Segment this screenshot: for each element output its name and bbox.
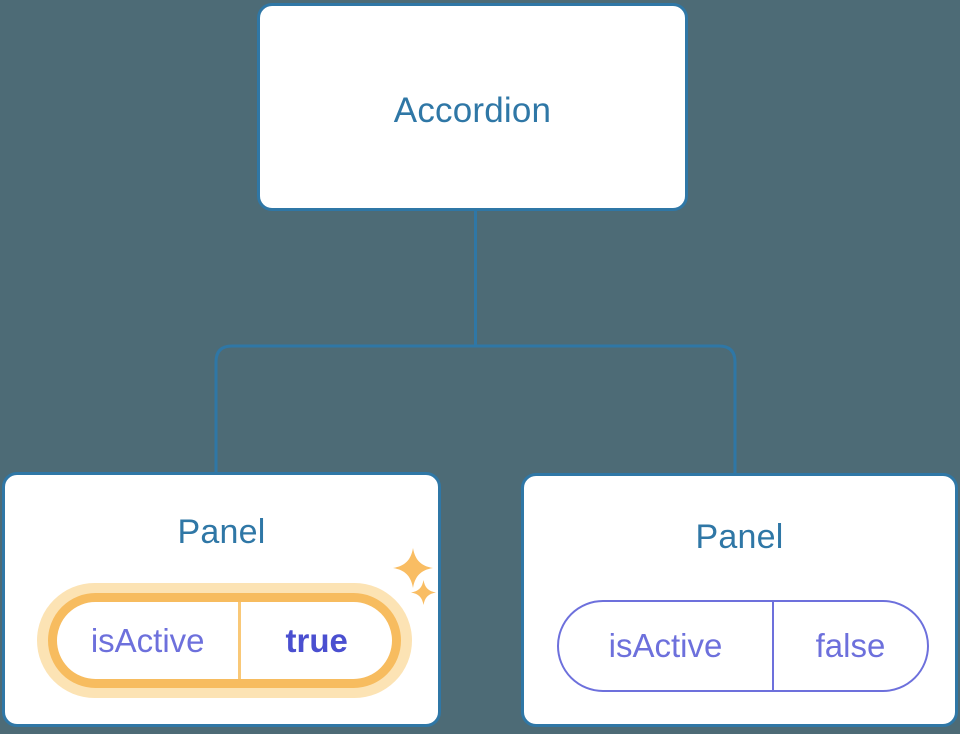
sparkle-large-icon	[392, 547, 434, 589]
node-panel-active-title: Panel	[177, 513, 266, 551]
node-panel-inactive-title: Panel	[695, 518, 784, 556]
connector-branch-left	[214, 344, 476, 472]
prop-pill-value: true	[285, 621, 348, 659]
prop-pill-isactive-true[interactable]: isActive true	[48, 593, 401, 688]
prop-pill-isactive-false[interactable]: isActive false	[557, 600, 929, 692]
node-accordion[interactable]: Accordion	[257, 3, 688, 211]
node-accordion-title: Accordion	[393, 91, 552, 130]
prop-pill-value: false	[815, 627, 886, 664]
sparkle-small-icon	[410, 579, 437, 606]
prop-pill-key: isActive	[559, 602, 774, 690]
prop-pill-key: isActive	[57, 602, 242, 679]
node-panel-inactive[interactable]: Panel isActive false	[521, 473, 958, 727]
node-panel-active[interactable]: Panel isActive true	[2, 472, 441, 727]
connector-branch-right	[475, 344, 737, 473]
